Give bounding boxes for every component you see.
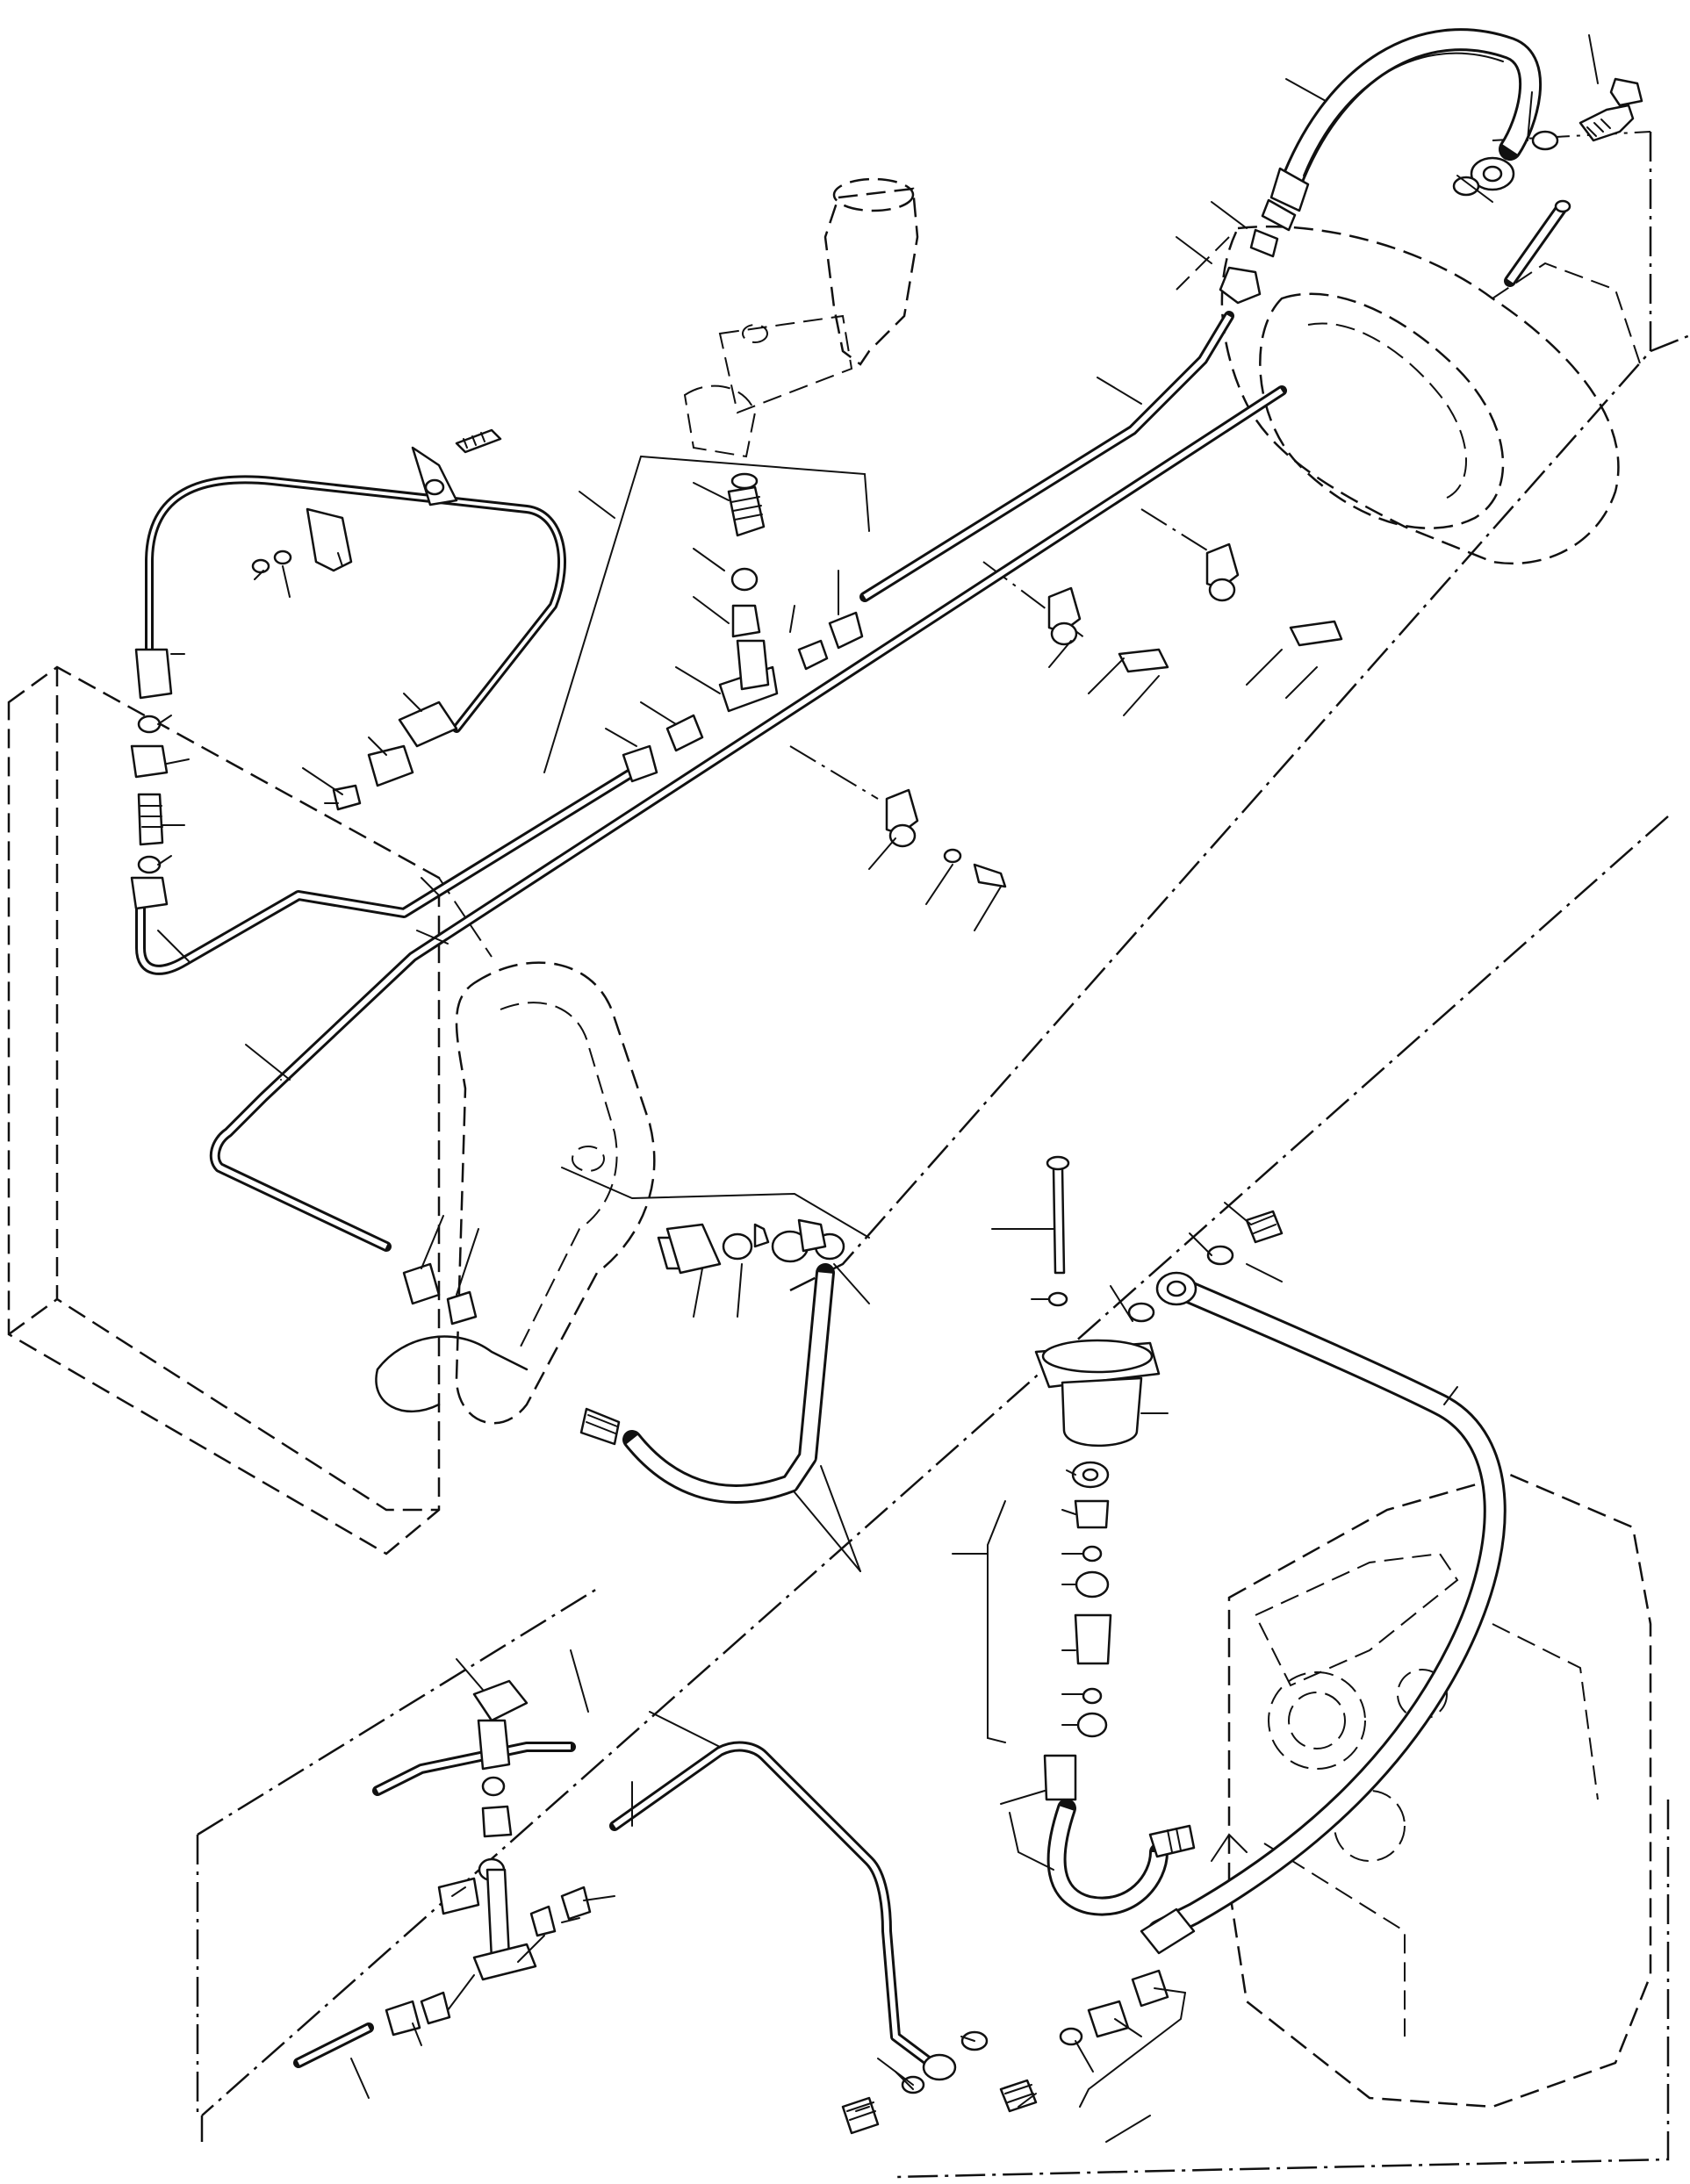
lower-right-fittings	[999, 1969, 1169, 2113]
center-tee-assembly	[622, 472, 864, 783]
centerline-upper	[789, 131, 1690, 1292]
turbo-right-tube	[1504, 199, 1571, 287]
centerline-lower	[196, 815, 1670, 2179]
phantom-turbocharger	[1176, 225, 1643, 565]
filter-stack-parts	[1043, 1461, 1112, 1801]
left-side-fittings	[130, 428, 502, 910]
phantom-upper-filter-housing	[683, 177, 919, 458]
phantom-transmission-housing	[1227, 1473, 1652, 2109]
filter-outlet-hose	[1046, 1799, 1196, 1916]
upper-branch-tube	[859, 311, 1234, 602]
right-large-hose	[1127, 1210, 1507, 1955]
tube-clamps	[885, 542, 1343, 888]
fuel-filter	[1034, 1155, 1161, 1448]
upper-left-loop-tube	[145, 475, 566, 733]
upper-fittings	[1219, 77, 1643, 305]
lower-bent-tube	[609, 1741, 989, 2135]
long-return-tube	[209, 385, 1287, 1252]
callout-leaders	[157, 34, 1599, 2143]
upper-flexible-hose	[1279, 28, 1542, 196]
main-feed-tube	[135, 767, 637, 975]
lower-tee-assembly	[293, 1679, 592, 2068]
middle-flexible-hose	[579, 1263, 835, 1504]
phantom-manifold	[375, 961, 656, 1425]
middle-banjo-fitting	[665, 1218, 827, 1275]
